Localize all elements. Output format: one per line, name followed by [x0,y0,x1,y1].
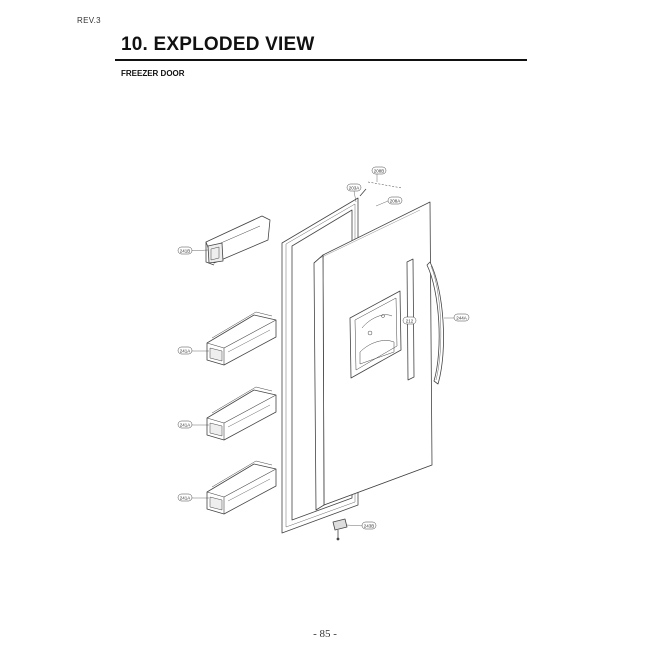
svg-text:203A: 203A [349,186,360,191]
callout-244a: 244A [453,313,470,322]
svg-text:243B: 243B [364,524,375,529]
page-title: 10. EXPLODED VIEW [121,34,315,55]
svg-text:241A: 241A [180,423,191,428]
revision-label: REV.3 [77,16,101,25]
callout-241a-2: 241A [177,420,193,429]
callout-208a: 208A [387,196,403,205]
door-handle [426,261,444,385]
svg-text:241A: 241A [180,349,191,354]
page-number: - 85 - [313,628,337,640]
front-trim-strip [406,258,415,381]
top-hinge-cap [359,181,403,197]
svg-text:244A: 244A [456,316,467,321]
door-gasket [281,197,359,534]
callout-212: 212 [402,316,417,325]
bottom-hinge [332,518,348,541]
door-bin-1 [206,311,277,366]
door-bin-3 [206,460,277,515]
svg-text:208A: 208A [390,199,401,204]
callout-241a-3: 241A [177,493,193,502]
svg-text:241B: 241B [180,249,191,254]
door-bin-2 [206,386,277,441]
callout-203a: 203A [346,183,362,192]
svg-text:212: 212 [406,319,414,324]
dispenser-recess [349,290,402,379]
svg-text:241A: 241A [180,496,191,501]
title-rule [115,59,527,61]
callout-241b: 241B [177,246,193,255]
section-subtitle: FREEZER DOOR [121,69,185,78]
callout-241a-1: 241A [177,346,193,355]
svg-text:208B: 208B [374,169,385,174]
callout-243b: 243B [361,521,377,530]
callout-208b: 208B [371,166,387,175]
door-bin-small [205,215,271,266]
